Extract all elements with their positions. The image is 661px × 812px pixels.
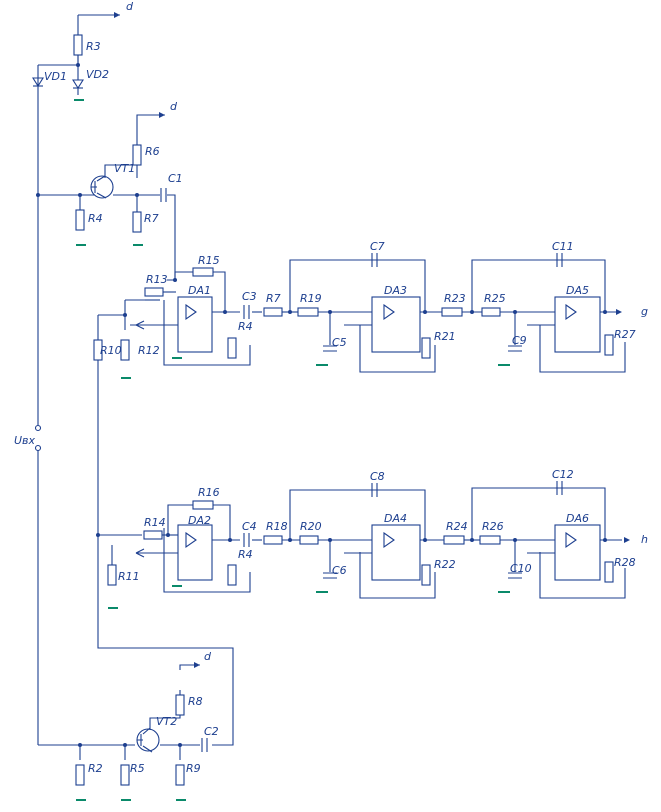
label-r4c: R4 — [238, 548, 253, 561]
label-vt1: VT1 — [114, 162, 135, 175]
transistors — [90, 175, 160, 753]
label-r19: R19 — [300, 292, 322, 305]
label-c1: C1 — [168, 172, 183, 185]
label-r24: R24 — [446, 520, 468, 533]
label-r4b: R4 — [238, 320, 253, 333]
label-da2: DA2 — [188, 514, 211, 527]
label-r2: R2 — [88, 762, 103, 775]
label-c10: C10 — [510, 562, 532, 575]
label-r22: R22 — [434, 558, 456, 571]
label-vd2: VD2 — [86, 68, 109, 81]
label-d1: d — [126, 0, 134, 13]
label-r26: R26 — [482, 520, 504, 533]
label-c8: C8 — [370, 470, 385, 483]
label-r27: R27 — [614, 328, 636, 341]
label-r20: R20 — [300, 520, 322, 533]
diodes — [32, 55, 84, 95]
label-d3: d — [204, 650, 212, 663]
label-r4: R4 — [88, 212, 103, 225]
label-da3: DA3 — [384, 284, 407, 297]
label-c7: C7 — [370, 240, 385, 253]
label-r16: R16 — [198, 486, 220, 499]
input-terminals — [34, 424, 42, 452]
label-r21: R21 — [434, 330, 456, 343]
label-da4: DA4 — [384, 512, 407, 525]
label-r6: R6 — [145, 145, 160, 158]
label-r15: R15 — [198, 254, 220, 267]
label-c6: C6 — [332, 564, 347, 577]
label-da6: DA6 — [566, 512, 589, 525]
label-r17: R7 — [266, 292, 281, 305]
vertical-resistors — [73, 34, 614, 786]
label-r7: R7 — [144, 212, 159, 225]
label-r8: R8 — [188, 695, 203, 708]
label-g: g — [641, 305, 648, 318]
label-r23: R23 — [444, 292, 466, 305]
label-uin: Uвх — [14, 434, 36, 447]
label-c11: C11 — [552, 240, 574, 253]
label-r3: R3 — [86, 40, 101, 53]
component-labels: d R3 VD1 VD2 d R6 VT1 C1 R4 R7 R15 R13 D… — [14, 0, 648, 775]
label-r10: R10 — [100, 344, 122, 357]
label-c5: C5 — [332, 336, 347, 349]
label-r12: R12 — [138, 344, 160, 357]
label-d2: d — [170, 100, 178, 113]
label-r14: R14 — [144, 516, 166, 529]
label-c2: C2 — [204, 725, 219, 738]
label-r28: R28 — [614, 556, 636, 569]
label-r25: R25 — [484, 292, 506, 305]
label-r18: R18 — [266, 520, 288, 533]
label-r11: R11 — [118, 570, 140, 583]
horizontal-resistors — [143, 267, 501, 545]
label-c9: C9 — [512, 334, 527, 347]
label-vt2: VT2 — [156, 715, 177, 728]
grounds — [74, 99, 510, 801]
label-c12: C12 — [552, 468, 574, 481]
capacitors — [160, 188, 563, 752]
label-h: h — [641, 533, 648, 546]
label-da1: DA1 — [188, 284, 211, 297]
label-r9: R9 — [186, 762, 201, 775]
label-r5: R5 — [130, 762, 145, 775]
op-amps — [130, 296, 626, 599]
label-c4: C4 — [242, 520, 257, 533]
wires — [37, 14, 622, 760]
arrows — [114, 12, 630, 668]
label-c3: C3 — [242, 290, 257, 303]
label-vd1: VD1 — [44, 70, 67, 83]
label-da5: DA5 — [566, 284, 589, 297]
label-r13: R13 — [146, 273, 168, 286]
